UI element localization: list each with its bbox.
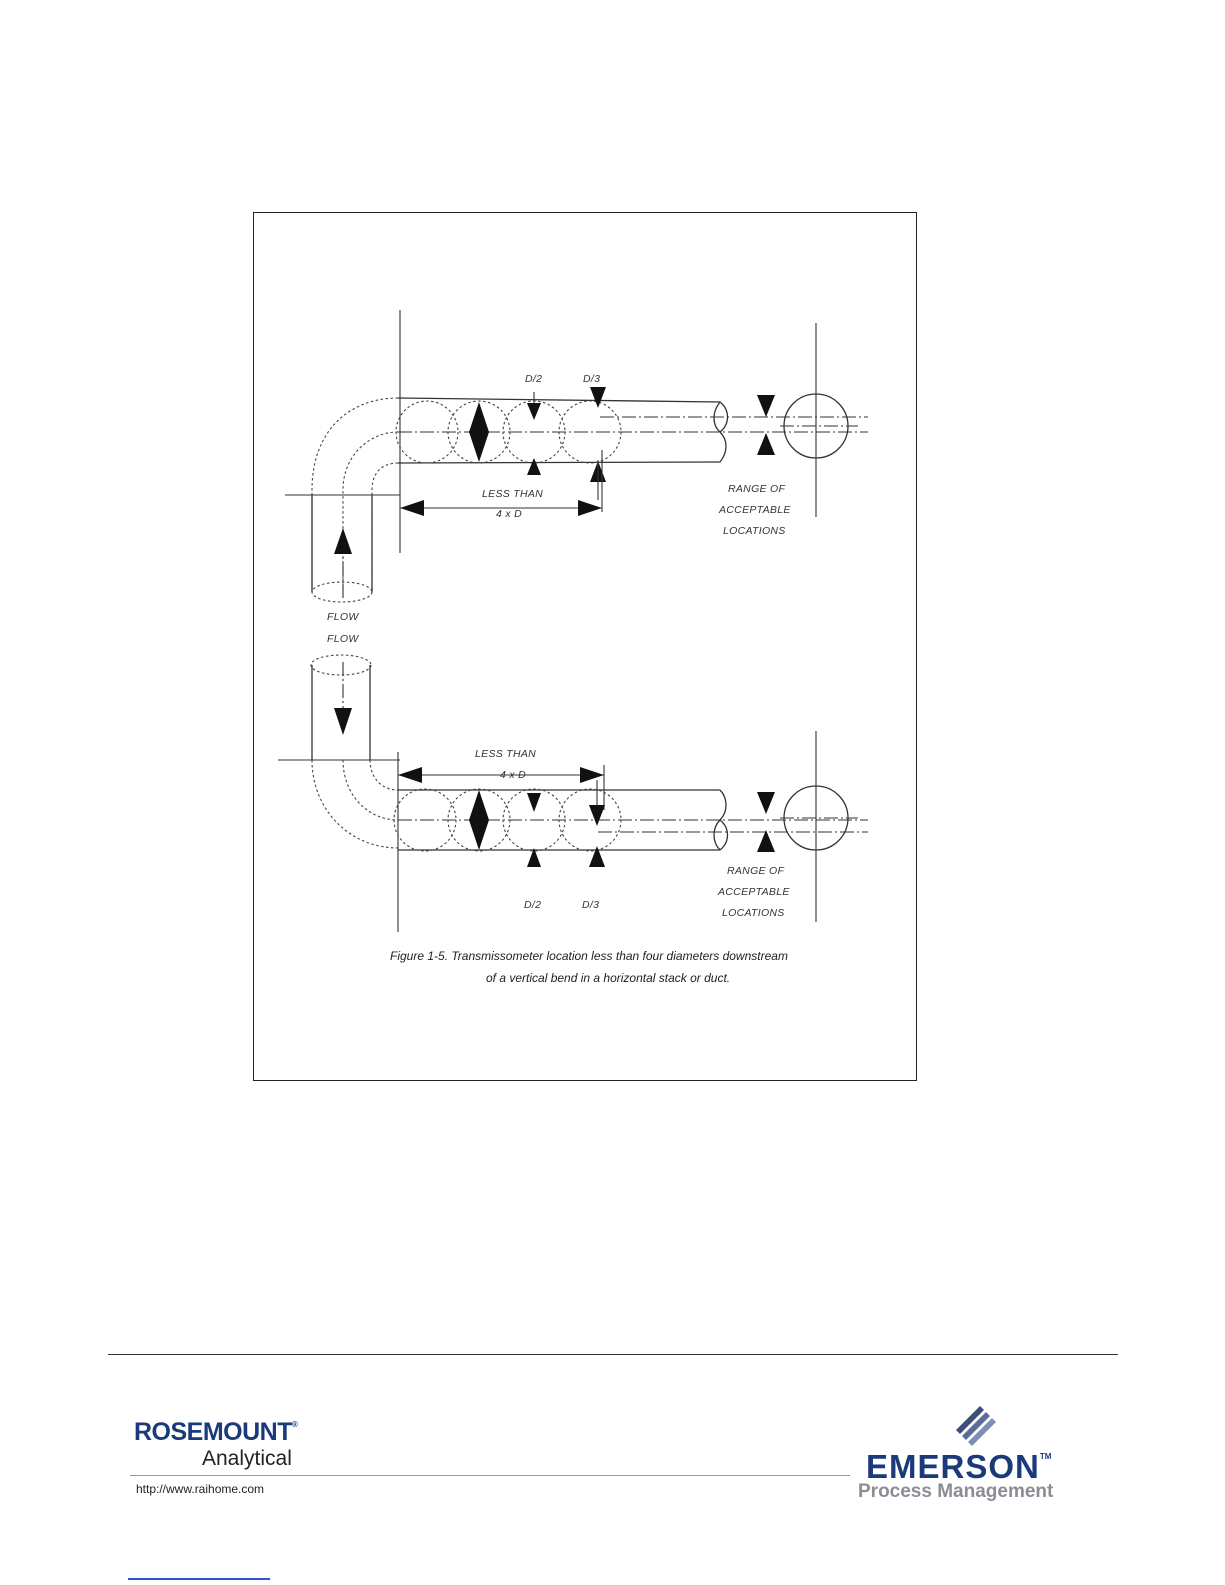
figure-caption-line2: of a vertical bend in a horizontal stack… — [486, 971, 730, 985]
bottom-link-underline[interactable] — [128, 1578, 270, 1580]
top-d2-label: D/2 — [525, 373, 542, 385]
analytical-wordmark: Analytical — [202, 1447, 292, 1470]
top-4xd-label: 4 x D — [496, 508, 522, 520]
top-range-line1: RANGE OF — [728, 483, 786, 495]
bottom-d2-label: D/2 — [524, 899, 541, 911]
footer-divider — [108, 1354, 1118, 1355]
rosemount-registered-mark: ® — [292, 1420, 298, 1429]
bottom-range-line3: LOCATIONS — [722, 907, 785, 919]
top-diagram: D/2 D/3 LESS THAN 4 x D RANGE OF ACCEPTA… — [285, 310, 868, 623]
bottom-range-line1: RANGE OF — [727, 865, 785, 877]
bottom-flow-label: FLOW — [327, 633, 359, 645]
figure-frame — [253, 212, 917, 1081]
top-less-than-label: LESS THAN — [482, 488, 543, 500]
rosemount-logo: ROSEMOUNT® — [134, 1418, 298, 1447]
emerson-logo: EMERSONTM — [866, 1448, 1051, 1486]
top-d3-label: D/3 — [583, 373, 600, 385]
emerson-trademark: TM — [1039, 1452, 1052, 1461]
top-range-line2: ACCEPTABLE — [718, 504, 791, 516]
website-url[interactable]: http://www.raihome.com — [136, 1482, 265, 1496]
bottom-4xd-label: 4 x D — [500, 769, 526, 781]
transmissometer-location-diagram: D/2 D/3 LESS THAN 4 x D RANGE OF ACCEPTA… — [278, 310, 868, 985]
top-range-line3: LOCATIONS — [723, 525, 786, 537]
rosemount-wordmark: ROSEMOUNT — [134, 1418, 293, 1446]
footer-underline — [130, 1475, 850, 1476]
process-management-wordmark: Process Management — [858, 1481, 1054, 1502]
emerson-wordmark: EMERSON — [866, 1448, 1040, 1485]
bottom-less-than-label: LESS THAN — [475, 748, 536, 760]
emerson-icon — [956, 1406, 996, 1446]
bottom-d3-label: D/3 — [582, 899, 599, 911]
bottom-diagram: FLOW — [278, 633, 868, 932]
figure-caption-line1: Figure 1-5. Transmissometer location les… — [390, 949, 788, 963]
bottom-range-line2: ACCEPTABLE — [717, 886, 790, 898]
top-flow-label: FLOW — [327, 611, 359, 623]
